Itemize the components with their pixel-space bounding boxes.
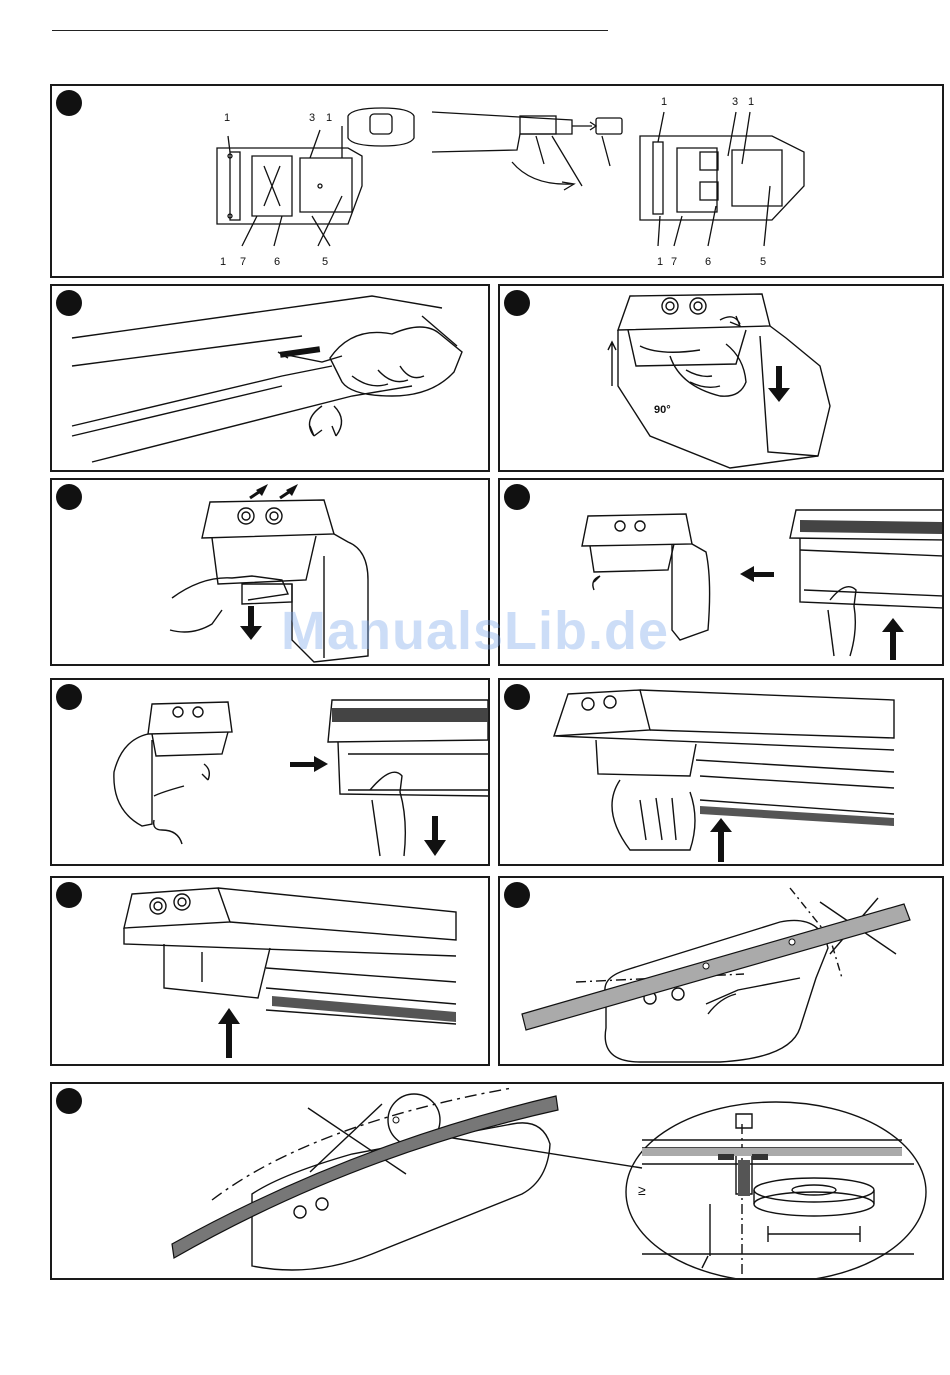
step-9-illustration <box>500 878 942 1064</box>
callout-right-bottom-5: 5 <box>760 256 766 268</box>
step-5-illustration <box>500 480 942 664</box>
step-8-illustration <box>52 878 488 1064</box>
callout-right-top-3: 3 <box>732 96 738 108</box>
step-2-panel <box>50 284 490 472</box>
angle-label: 90° <box>654 404 671 416</box>
callout-right-bottom-1: 1 <box>657 256 663 268</box>
step-7-illustration <box>500 680 942 864</box>
step-10-illustration <box>52 1084 942 1278</box>
step-10-panel: ≥ <box>50 1082 944 1280</box>
step-1-panel: 1 3 1 1 7 6 5 1 3 1 1 7 6 5 <box>50 84 944 278</box>
callout-right-bottom-6: 6 <box>705 256 711 268</box>
callout-left-bottom-6: 6 <box>274 256 280 268</box>
step-6-panel <box>50 678 490 866</box>
step-6-illustration <box>52 680 488 864</box>
callout-left-bottom-1: 1 <box>220 256 226 268</box>
step-4-illustration <box>52 480 488 664</box>
step-5-panel <box>498 478 944 666</box>
step-2-illustration <box>52 286 488 470</box>
step-4-panel <box>50 478 490 666</box>
callout-left-top-1: 1 <box>224 112 230 124</box>
step-8-panel <box>50 876 490 1066</box>
step-7-panel <box>498 678 944 866</box>
step-1-illustration <box>52 86 942 276</box>
callout-right-top-1b: 1 <box>748 96 754 108</box>
callout-left-bottom-5: 5 <box>322 256 328 268</box>
callout-left-top-3: 3 <box>309 112 315 124</box>
callout-left-top-1b: 1 <box>326 112 332 124</box>
ge-symbol: ≥ <box>638 1182 646 1198</box>
callout-left-bottom-7: 7 <box>240 256 246 268</box>
step-3-illustration <box>500 286 942 470</box>
callout-right-bottom-7: 7 <box>671 256 677 268</box>
callout-right-top-1: 1 <box>661 96 667 108</box>
header-rule <box>52 30 608 31</box>
step-9-panel <box>498 876 944 1066</box>
step-3-panel: 90° <box>498 284 944 472</box>
